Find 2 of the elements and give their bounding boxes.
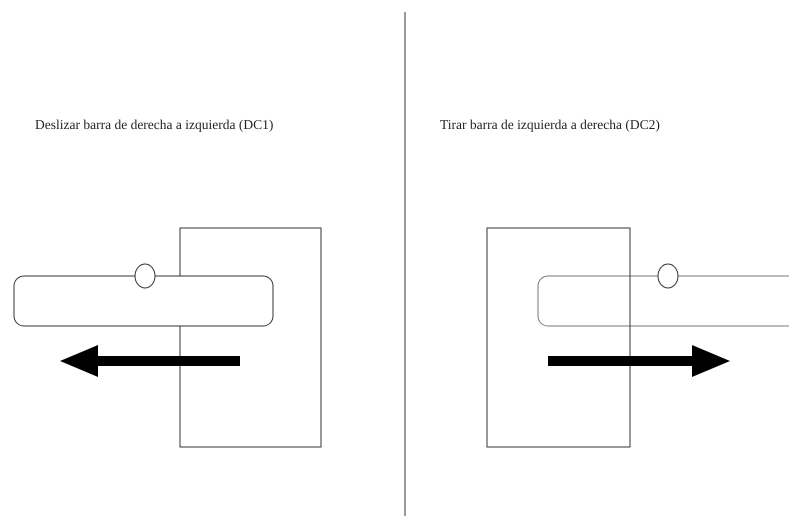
panel-caption: Tirar barra de izquierda a derecha (DC2) bbox=[440, 117, 660, 133]
panel-caption: Deslizar barra de derecha a izquierda (DC1) bbox=[35, 117, 274, 133]
